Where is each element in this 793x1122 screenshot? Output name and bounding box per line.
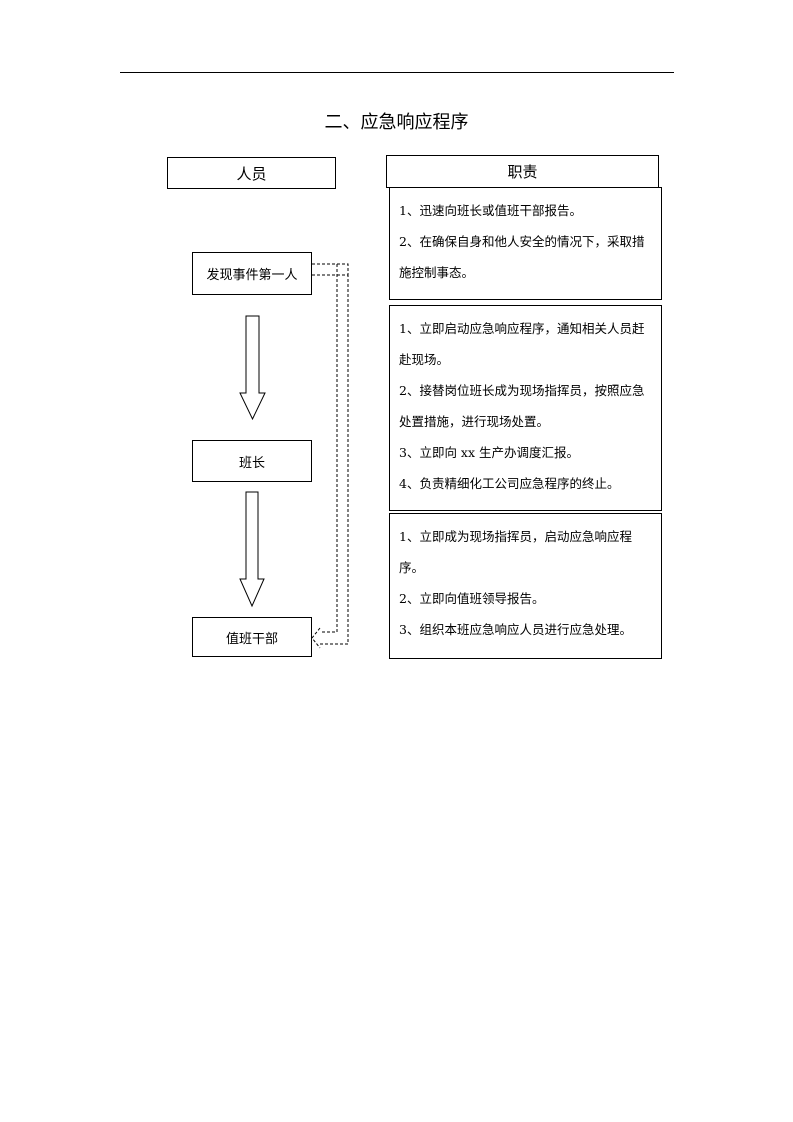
down-arrow-icon	[239, 315, 266, 421]
duties-team-leader: 1、立即启动应急响应程序，通知相关人员赶赴现场。 2、接替岗位班长成为现场指挥员…	[389, 305, 662, 511]
duty-item: 3、立即向 xx 生产办调度汇报。	[399, 445, 579, 460]
duty-item: 2、接替岗位班长成为现场指挥员，按照应急处置措施，进行现场处置。	[399, 383, 645, 429]
duty-item: 1、迅速向班长或值班干部报告。	[399, 203, 582, 218]
down-arrow-icon	[239, 491, 265, 608]
duty-item: 2、立即向值班领导报告。	[399, 591, 545, 606]
personnel-header: 人员	[167, 157, 336, 189]
duty-item: 2、在确保自身和他人安全的情况下，采取措施控制事态。	[399, 234, 645, 280]
page-title: 二、应急响应程序	[324, 112, 469, 133]
duty-item: 3、组织本班应急响应人员进行应急处理。	[399, 622, 632, 637]
node-first-finder: 发现事件第一人	[192, 252, 312, 295]
node-duty-cadre: 值班干部	[192, 617, 312, 657]
duty-item: 1、立即成为现场指挥员，启动应急响应程序。	[399, 529, 632, 575]
bypass-connector	[312, 263, 349, 645]
duties-duty-cadre: 1、立即成为现场指挥员，启动应急响应程序。 2、立即向值班领导报告。 3、组织本…	[389, 513, 662, 659]
node-team-leader: 班长	[192, 440, 312, 482]
header-rule	[120, 72, 674, 73]
left-arrow-icon	[311, 627, 321, 649]
duties-first-finder: 1、迅速向班长或值班干部报告。 2、在确保自身和他人安全的情况下，采取措施控制事…	[389, 187, 662, 300]
duty-item: 4、负责精细化工公司应急程序的终止。	[399, 476, 620, 491]
duty-item: 1、立即启动应急响应程序，通知相关人员赶赴现场。	[399, 321, 645, 367]
